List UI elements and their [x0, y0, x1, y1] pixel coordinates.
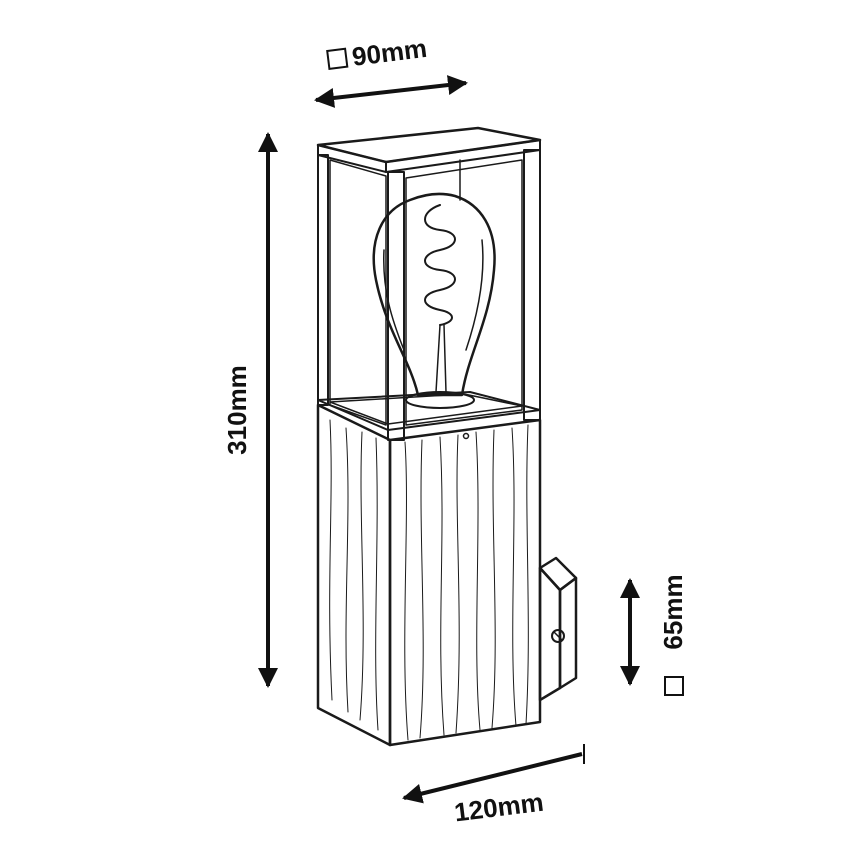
wall-mounting-bracket [538, 556, 578, 702]
square-symbol-icon [664, 676, 684, 696]
lamp-wooden-base [316, 403, 542, 747]
dimension-height: 310mm [222, 132, 278, 688]
dimension-label-height: 310mm [222, 365, 252, 455]
screw-icon [551, 629, 565, 643]
filament-bulb [372, 192, 496, 409]
dimension-top-width: 90mm [314, 33, 468, 108]
dimension-label-depth: 120mm [453, 787, 546, 828]
dimension-bracket-height: 65mm [620, 574, 688, 696]
square-symbol-icon [326, 47, 349, 70]
dimension-label-top-width: 90mm [350, 33, 428, 72]
dimension-label-bracket-height: 65mm [658, 574, 688, 649]
dimension-depth: 120mm [402, 744, 585, 828]
wall-lamp-illustration [316, 126, 578, 747]
